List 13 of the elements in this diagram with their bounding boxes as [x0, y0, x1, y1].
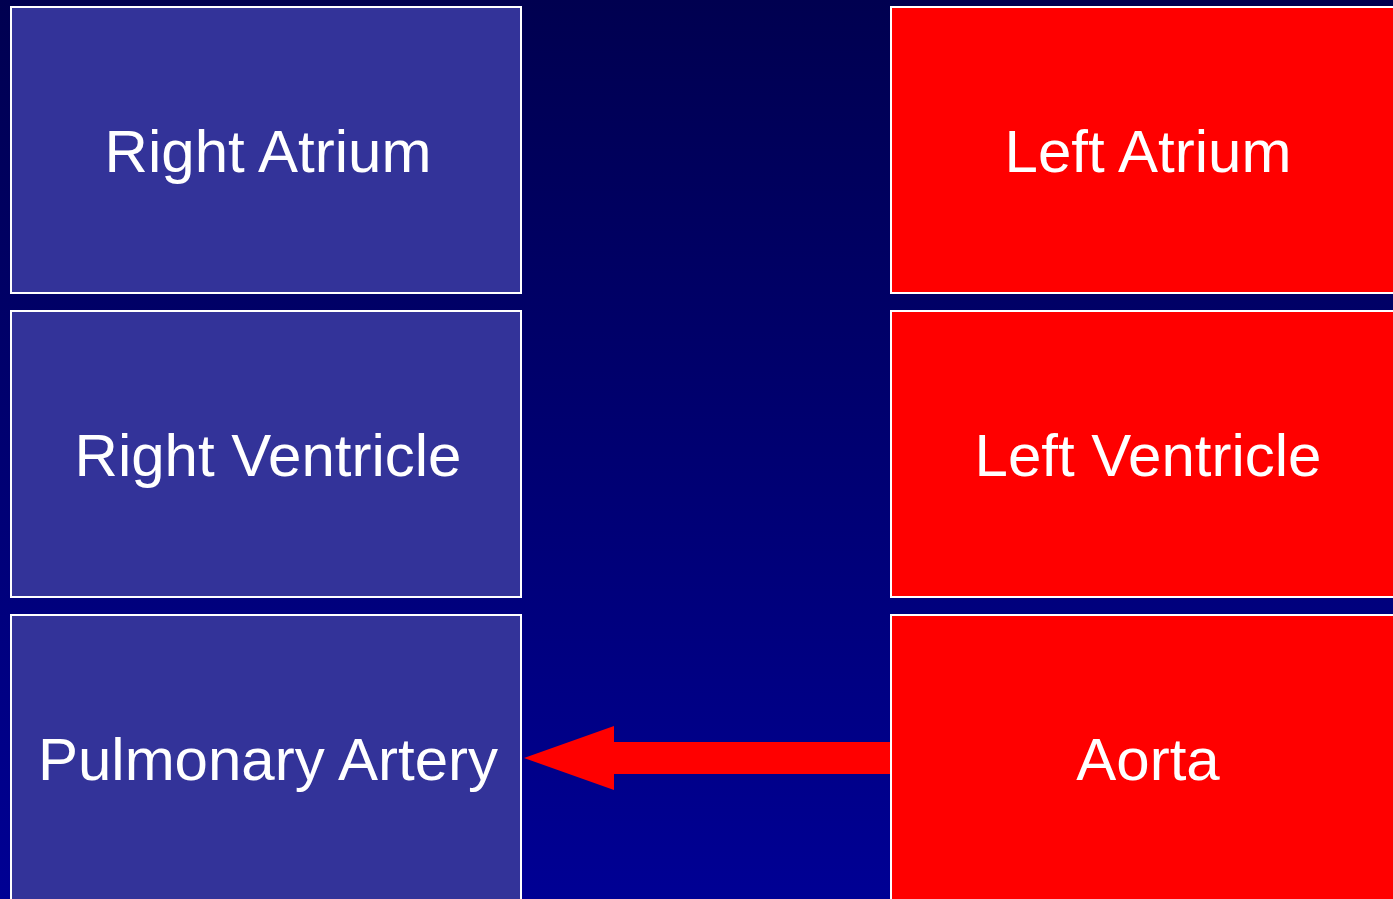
chamber-box [10, 310, 522, 598]
chamber-box [10, 6, 522, 294]
chamber-box [890, 6, 1393, 294]
chamber-box [890, 310, 1393, 598]
chamber-box [10, 614, 522, 899]
box-label: Left Ventricle [973, 426, 1323, 486]
box-label: Left Atrium [1003, 122, 1293, 182]
box-label: Right Atrium [103, 122, 433, 182]
box-label: Pulmonary Artery [36, 730, 500, 790]
arrow [524, 726, 890, 790]
box-label: Aorta [1075, 730, 1221, 790]
box-label: Right Ventricle [73, 426, 463, 486]
chamber-box [890, 614, 1393, 899]
